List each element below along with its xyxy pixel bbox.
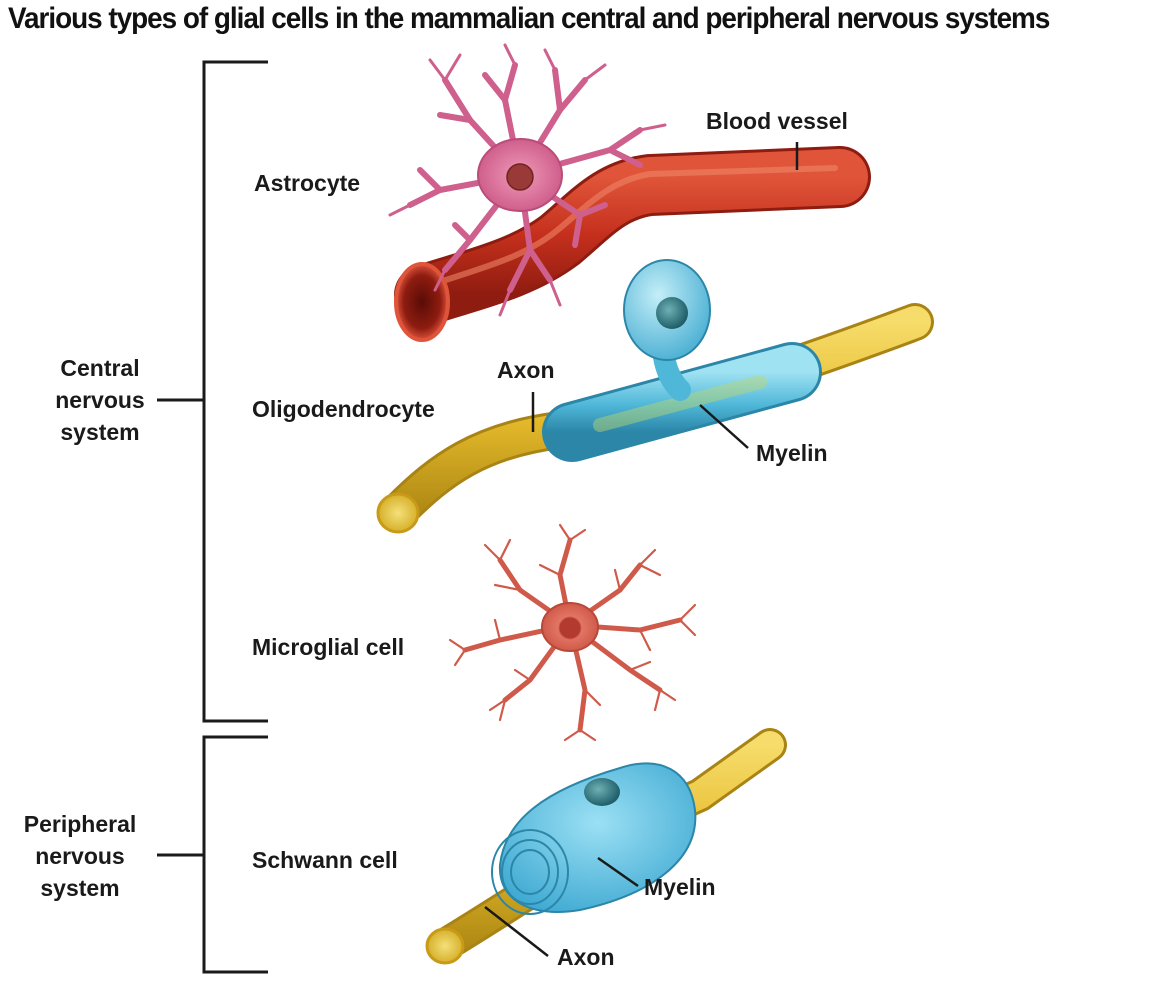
blood-vessel: [394, 146, 871, 342]
oligodendrocyte-cell: [542, 259, 822, 462]
myelin-cns-label: Myelin: [756, 440, 828, 466]
myelin-pns-leader: [597, 856, 639, 888]
astrocyte-label: Astrocyte: [254, 170, 361, 196]
group-label-line: Peripheral: [23, 811, 137, 837]
schwann-cell-label: Schwann cell: [252, 847, 398, 873]
axon-cns-label: Axon: [497, 357, 555, 383]
group-label-line: Central: [60, 355, 140, 381]
myelin-cns-leader: [699, 404, 749, 449]
oligodendrocyte-label: Oligodendrocyte: [252, 396, 435, 422]
peripheral-nervous-system-label: Peripheral nervous system: [0, 808, 160, 904]
schwann-cell: [491, 762, 697, 915]
peripheral-bracket: [157, 735, 268, 974]
axon-pns-label: Axon: [557, 944, 615, 970]
axon-pns-leader: [484, 906, 549, 957]
microglial-cell: [448, 523, 697, 742]
figure-title: Various types of glial cells in the mamm…: [8, 2, 1050, 35]
central-nervous-system-label: Central nervous system: [20, 352, 180, 448]
group-label-line: nervous: [55, 387, 145, 413]
central-bracket: [157, 60, 268, 723]
myelin-pns-label: Myelin: [644, 874, 716, 900]
astrocyte-cell: [388, 43, 667, 317]
microglial-cell-label: Microglial cell: [252, 634, 405, 660]
group-label-line: system: [40, 875, 120, 901]
group-label-line: system: [60, 419, 140, 445]
blood-vessel-label: Blood vessel: [706, 108, 848, 134]
group-label-line: nervous: [35, 843, 125, 869]
